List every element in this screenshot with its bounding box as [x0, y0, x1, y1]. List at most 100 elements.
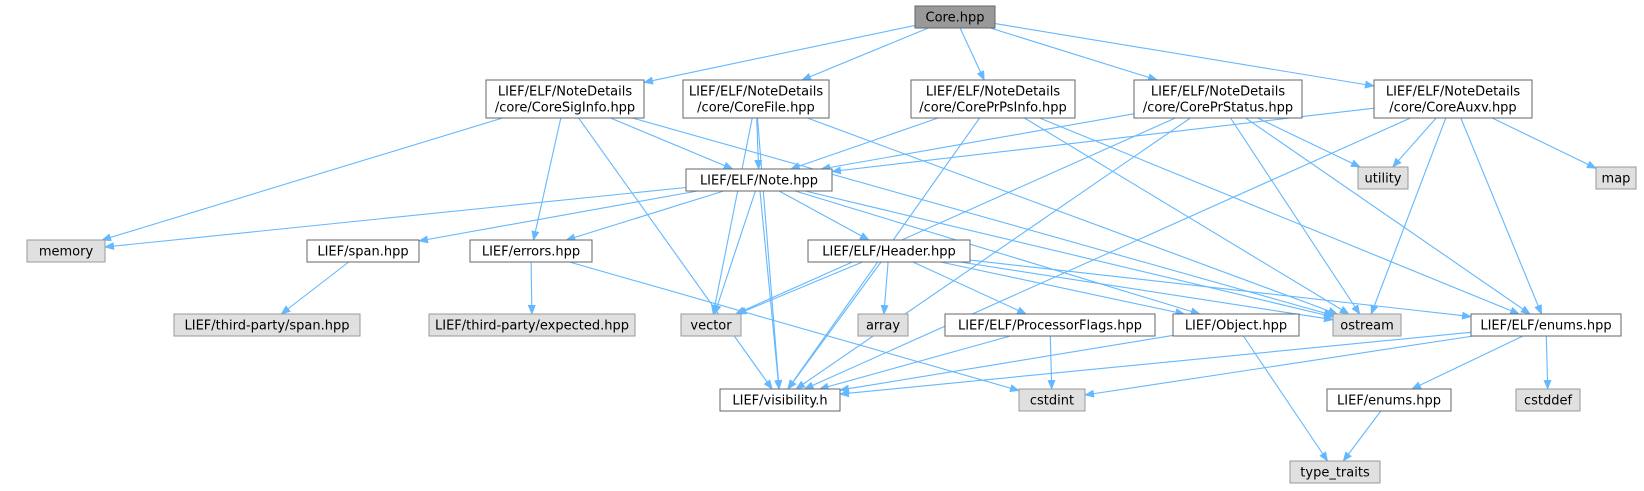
node-label-map-0: map — [1602, 172, 1631, 187]
node-psinfo[interactable]: LIEF/ELF/NoteDetails/core/CorePrPsInfo.h… — [910, 79, 1076, 119]
node-label-note-0: LIEF/ELF/Note.hpp — [700, 174, 818, 189]
node-box-span — [306, 239, 420, 263]
node-errors[interactable]: LIEF/errors.hpp — [469, 239, 593, 263]
edge-prstatus-to-elfenums — [1245, 117, 1531, 315]
edge-object-to-visibility — [839, 334, 1174, 393]
node-span[interactable]: LIEF/span.hpp — [306, 239, 420, 263]
edge-core-to-prstatus — [990, 27, 1159, 82]
node-box-cstddef — [1515, 388, 1581, 412]
node-label-sig-0: LIEF/ELF/NoteDetails — [498, 85, 633, 100]
edge-auxv-to-ostream — [1370, 117, 1447, 315]
edge-sig-to-memory — [101, 117, 503, 242]
node-auxv[interactable]: LIEF/ELF/NoteDetails/core/CoreAuxv.hpp — [1373, 79, 1533, 119]
edge-span-to-tpspan — [280, 261, 350, 315]
node-map: map — [1595, 166, 1637, 190]
node-utility: utility — [1357, 166, 1409, 190]
edge-core-to-file — [801, 27, 929, 81]
edge-note-to-vector — [713, 190, 756, 315]
node-box-enums — [1326, 388, 1452, 412]
node-label-cstddef-0: cstddef — [1524, 394, 1573, 409]
node-label-utility-0: utility — [1365, 172, 1402, 187]
node-box-array — [857, 313, 909, 337]
edge-sig-to-visibility — [578, 117, 773, 390]
node-label-visibility-0: LIEF/visibility.h — [732, 394, 827, 409]
node-box-auxv — [1373, 79, 1533, 119]
node-label-tpexpected-0: LIEF/third-party/expected.hpp — [435, 319, 629, 334]
edge-core-to-sig — [643, 24, 916, 85]
edge-auxv-to-note — [831, 107, 1375, 175]
node-box-psinfo — [910, 79, 1076, 119]
node-note[interactable]: LIEF/ELF/Note.hpp — [685, 168, 833, 192]
node-box-file — [682, 79, 830, 119]
edge-header-to-visibility — [787, 261, 882, 390]
edge-core-to-psinfo — [959, 27, 985, 81]
node-label-vector-0: vector — [690, 319, 732, 334]
node-label-tpspan-0: LIEF/third-party/span.hpp — [185, 319, 350, 334]
node-box-typetraits — [1289, 460, 1381, 484]
edge-prstatus-to-utility — [1257, 117, 1361, 168]
node-box-cstdint — [1018, 388, 1086, 412]
node-elfenums[interactable]: LIEF/ELF/enums.hpp — [1470, 313, 1622, 337]
node-tpspan: LIEF/third-party/span.hpp — [173, 313, 361, 337]
edge-auxv-to-visibility — [803, 117, 1411, 390]
node-label-file-0: LIEF/ELF/NoteDetails — [689, 85, 824, 100]
edge-sig-to-note — [610, 117, 734, 170]
edge-file-to-ostream — [807, 117, 1339, 315]
node-object[interactable]: LIEF/Object.hpp — [1172, 313, 1300, 337]
node-vector: vector — [680, 313, 742, 337]
node-label-prstatus-1: /core/CorePrStatus.hpp — [1143, 101, 1293, 116]
edge-auxv-to-map — [1491, 117, 1597, 169]
node-box-object — [1172, 313, 1300, 337]
edge-elfenums-to-enums — [1411, 335, 1524, 390]
edge-prstatus-to-note — [820, 113, 1135, 172]
node-visibility[interactable]: LIEF/visibility.h — [719, 388, 841, 412]
node-procflags[interactable]: LIEF/ELF/ProcessorFlags.hpp — [944, 313, 1156, 337]
node-label-auxv-0: LIEF/ELF/NoteDetails — [1386, 85, 1521, 100]
edge-prstatus-to-ostream — [1230, 117, 1361, 315]
node-box-vector — [680, 313, 742, 337]
node-label-enums-0: LIEF/enums.hpp — [1337, 394, 1441, 409]
edge-errors-to-cstdint — [569, 261, 1020, 392]
node-box-ostream — [1332, 313, 1402, 337]
node-label-elfenums-0: LIEF/ELF/enums.hpp — [1480, 319, 1611, 334]
node-header[interactable]: LIEF/ELF/Header.hpp — [807, 239, 971, 263]
edge-prstatus-to-vector — [734, 117, 1176, 315]
edge-file-to-vector — [711, 117, 753, 315]
edge-auxv-to-elfenums — [1460, 117, 1543, 315]
node-label-memory-0: memory — [39, 245, 94, 260]
node-core[interactable]: Core.hpp — [914, 5, 996, 29]
node-label-errors-0: LIEF/errors.hpp — [482, 245, 580, 260]
edge-header-to-object — [940, 261, 1186, 317]
edge-procflags-to-cstdint — [1047, 335, 1056, 390]
node-prstatus[interactable]: LIEF/ELF/NoteDetails/core/CorePrStatus.h… — [1133, 79, 1303, 119]
edge-file-to-note — [754, 117, 763, 170]
node-box-note — [685, 168, 833, 192]
edge-errors-to-tpexpected — [527, 261, 536, 315]
edge-note-to-errors — [565, 190, 724, 242]
edge-enums-to-typetraits — [1342, 410, 1382, 462]
node-label-file-1: /core/CoreFile.hpp — [697, 101, 815, 116]
node-box-visibility — [719, 388, 841, 412]
node-file[interactable]: LIEF/ELF/NoteDetails/core/CoreFile.hpp — [682, 79, 830, 119]
edge-elfenums-to-cstdint — [1084, 335, 1474, 398]
node-label-sig-1: /core/CoreSigInfo.hpp — [495, 101, 635, 116]
edge-procflags-to-visibility — [818, 335, 1011, 391]
edge-psinfo-to-elfenums — [1039, 117, 1521, 315]
node-box-errors — [469, 239, 593, 263]
edges-layer — [101, 23, 1597, 462]
node-cstddef: cstddef — [1515, 388, 1581, 412]
edge-note-to-memory — [104, 186, 687, 251]
node-label-prstatus-0: LIEF/ELF/NoteDetails — [1151, 85, 1286, 100]
node-enums[interactable]: LIEF/enums.hpp — [1326, 388, 1452, 412]
node-box-procflags — [944, 313, 1156, 337]
node-box-elfenums — [1470, 313, 1622, 337]
node-box-core — [914, 5, 996, 29]
node-sig[interactable]: LIEF/ELF/NoteDetails/core/CoreSigInfo.hp… — [485, 79, 645, 119]
node-box-map — [1595, 166, 1637, 190]
edge-note-to-object — [795, 190, 1201, 316]
edge-auxv-to-utility — [1392, 117, 1437, 168]
node-array: array — [857, 313, 909, 337]
node-label-auxv-1: /core/CoreAuxv.hpp — [1389, 101, 1516, 116]
edge-object-to-typetraits — [1242, 335, 1329, 462]
